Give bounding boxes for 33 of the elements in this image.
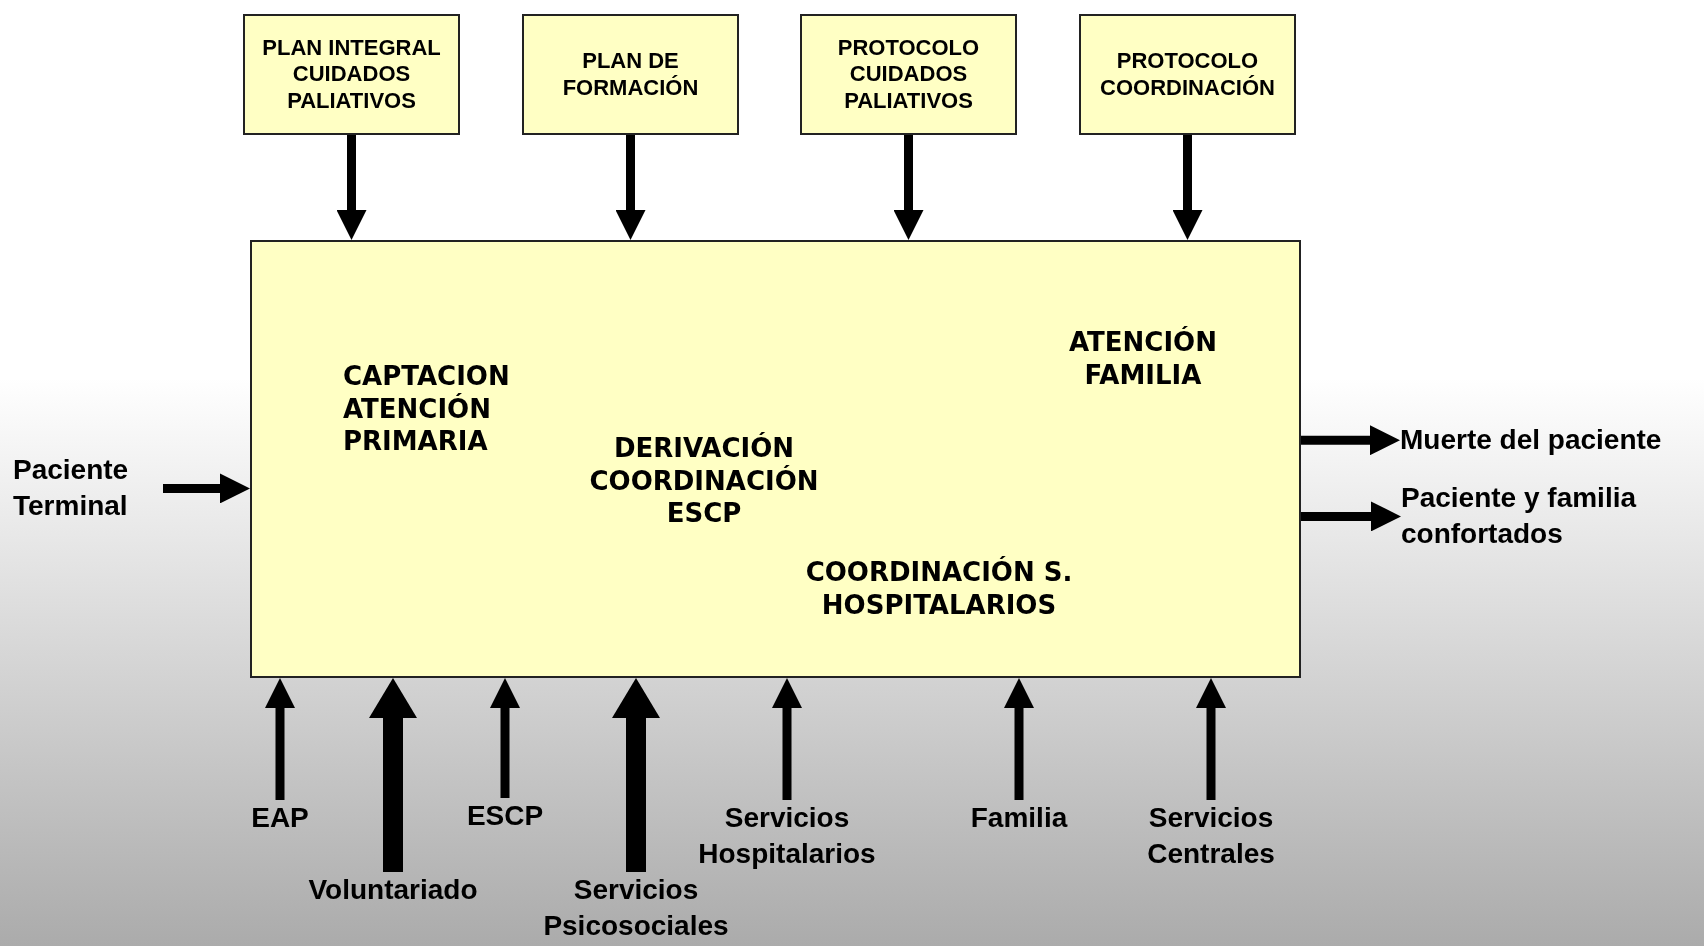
arrow [1196, 678, 1226, 800]
arrow [1172, 135, 1203, 240]
activity-label: CAPTACION ATENCIÓN PRIMARIA [343, 360, 511, 458]
arrow [336, 135, 367, 240]
control-box: PLAN DE FORMACIÓN [522, 14, 739, 135]
flow-label: Muerte del paciente [1400, 422, 1662, 459]
flow-label: Servicios Hospitalarios [657, 800, 917, 873]
flow-label: Familia [970, 800, 1068, 837]
arrow [265, 678, 295, 800]
control-box: PROTOCOLO COORDINACIÓN [1079, 14, 1296, 135]
activity-label: DERIVACIÓN COORDINACIÓN ESCP [588, 432, 820, 530]
arrow [369, 678, 417, 872]
arrow [772, 678, 802, 800]
process-box [250, 240, 1301, 678]
arrow [1301, 425, 1400, 456]
flow-label: ESCP [466, 798, 544, 835]
arrow [490, 678, 520, 798]
flow-label: Paciente y familia confortados [1401, 480, 1701, 553]
flow-label: Servicios Psicosociales [506, 872, 766, 945]
flow-label: Paciente Terminal [13, 452, 163, 525]
arrow [893, 135, 924, 240]
arrow [163, 473, 250, 504]
arrow [612, 678, 660, 872]
arrow [1301, 501, 1401, 532]
control-box: PROTOCOLO CUIDADOS PALIATIVOS [800, 14, 1017, 135]
activity-label: COORDINACIÓN S. HOSPITALARIOS [804, 556, 1074, 621]
flow-label: Voluntariado [308, 872, 478, 909]
control-box: PLAN INTEGRAL CUIDADOS PALIATIVOS [243, 14, 460, 135]
arrow [615, 135, 646, 240]
flow-label: Servicios Centrales [1091, 800, 1331, 873]
arrow [1004, 678, 1034, 800]
activity-label: ATENCIÓN FAMILIA [1068, 326, 1218, 391]
flow-label: EAP [251, 800, 309, 837]
